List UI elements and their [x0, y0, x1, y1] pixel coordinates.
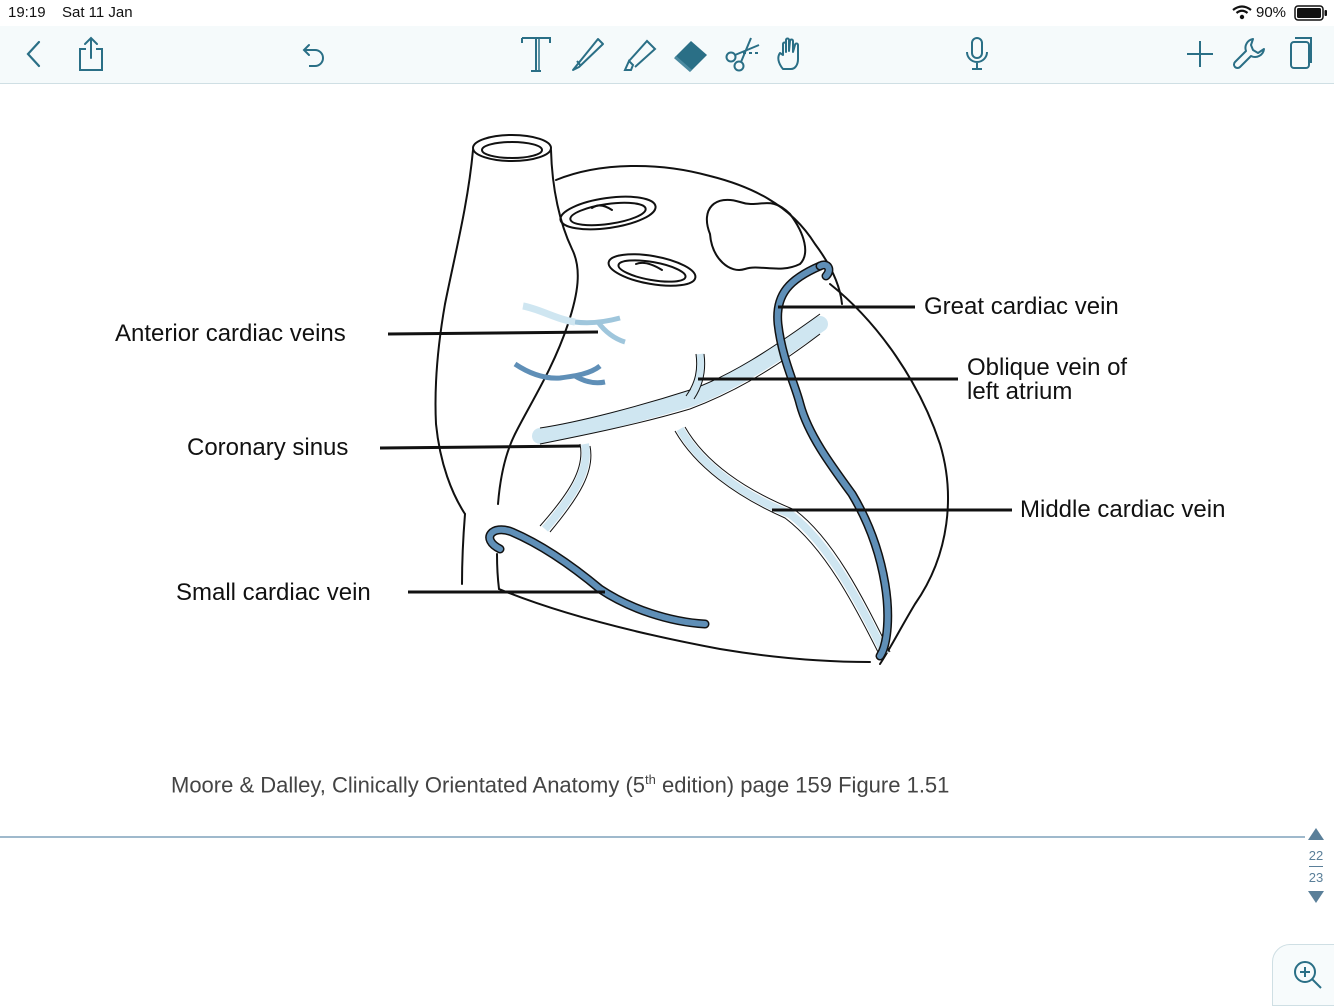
page-down-icon[interactable]	[1308, 891, 1324, 903]
caption-superscript: th	[645, 772, 656, 787]
left-auricle	[705, 198, 807, 271]
status-bar: 19:19 Sat 11 Jan 90%	[0, 0, 1334, 26]
zoom-button[interactable]	[1272, 944, 1334, 1006]
share-icon[interactable]	[71, 34, 111, 74]
label-small-cardiac-vein: Small cardiac vein	[176, 579, 371, 606]
wrench-icon[interactable]	[1229, 34, 1269, 74]
microphone-icon[interactable]	[957, 34, 997, 74]
caption-text-end: edition) page 159 Figure 1.51	[655, 772, 950, 798]
undo-icon[interactable]	[294, 34, 334, 74]
battery-icon	[1294, 5, 1328, 25]
back-icon[interactable]	[14, 34, 54, 74]
next-page-area[interactable]	[0, 838, 1334, 1001]
zoom-in-icon	[1294, 961, 1322, 989]
total-pages: 23	[1308, 870, 1324, 885]
current-page: 22	[1308, 848, 1324, 863]
text-tool-icon[interactable]	[516, 34, 556, 74]
heart-left-outline	[434, 149, 474, 515]
label-coronary-sinus: Coronary sinus	[187, 434, 349, 461]
label-oblique-vein-line2: left atrium	[967, 378, 1073, 405]
status-time: 19:19	[8, 4, 46, 21]
page-indicator[interactable]: 22 23	[1300, 826, 1332, 916]
pulmonary-opening-2	[607, 253, 697, 287]
pen-icon[interactable]	[568, 34, 608, 74]
notebook-page[interactable]: Anterior cardiac veins Coronary sinus Sm…	[0, 84, 1334, 836]
label-middle-cardiac-vein: Middle cardiac vein	[1020, 496, 1226, 523]
leader-anterior	[387, 330, 599, 336]
figure-caption: Moore & Dalley, Clinically Orientated An…	[171, 772, 949, 798]
eraser-icon[interactable]	[671, 34, 711, 74]
hand-icon[interactable]	[772, 34, 812, 74]
page-up-icon[interactable]	[1308, 828, 1324, 840]
battery-percent: 90%	[1256, 4, 1287, 21]
heart-vein-diagram	[379, 134, 1012, 665]
add-icon[interactable]	[1180, 34, 1220, 74]
scissors-icon[interactable]	[723, 34, 763, 74]
label-oblique-vein-line1: Oblique vein of	[967, 354, 1128, 381]
leader-coronary	[379, 444, 581, 450]
caption-text: Moore & Dalley, Clinically Orientated An…	[171, 772, 646, 798]
toolbar	[0, 26, 1334, 84]
page-divider	[0, 836, 1305, 838]
page-separator	[1309, 866, 1323, 867]
wifi-icon	[1232, 5, 1252, 24]
label-anterior-cardiac-veins: Anterior cardiac veins	[115, 320, 346, 347]
label-great-cardiac-vein: Great cardiac vein	[924, 293, 1119, 320]
status-date: Sat 11 Jan	[62, 4, 133, 21]
pulmonary-opening-1	[559, 195, 657, 231]
pages-icon[interactable]	[1280, 34, 1320, 74]
aorta-opening	[472, 134, 552, 162]
highlighter-icon[interactable]	[620, 34, 660, 74]
